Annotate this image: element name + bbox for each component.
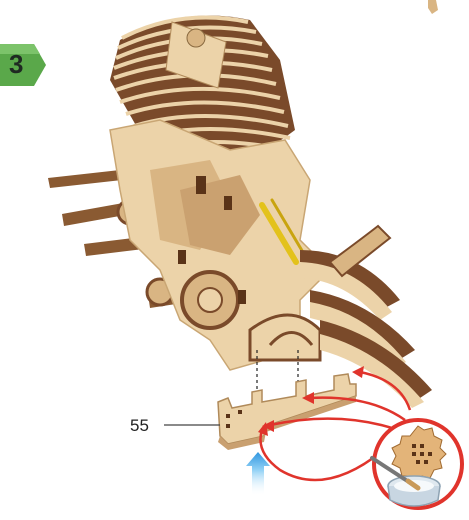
- part-55: [218, 374, 356, 450]
- glue-icon: [372, 420, 462, 508]
- fingers: [300, 226, 432, 408]
- top-right-partial-part: [428, 0, 438, 14]
- part-number-label: 55: [130, 416, 149, 436]
- hand-body: [110, 120, 330, 370]
- step-number: 3: [9, 49, 23, 80]
- step-badge: 3: [0, 44, 46, 86]
